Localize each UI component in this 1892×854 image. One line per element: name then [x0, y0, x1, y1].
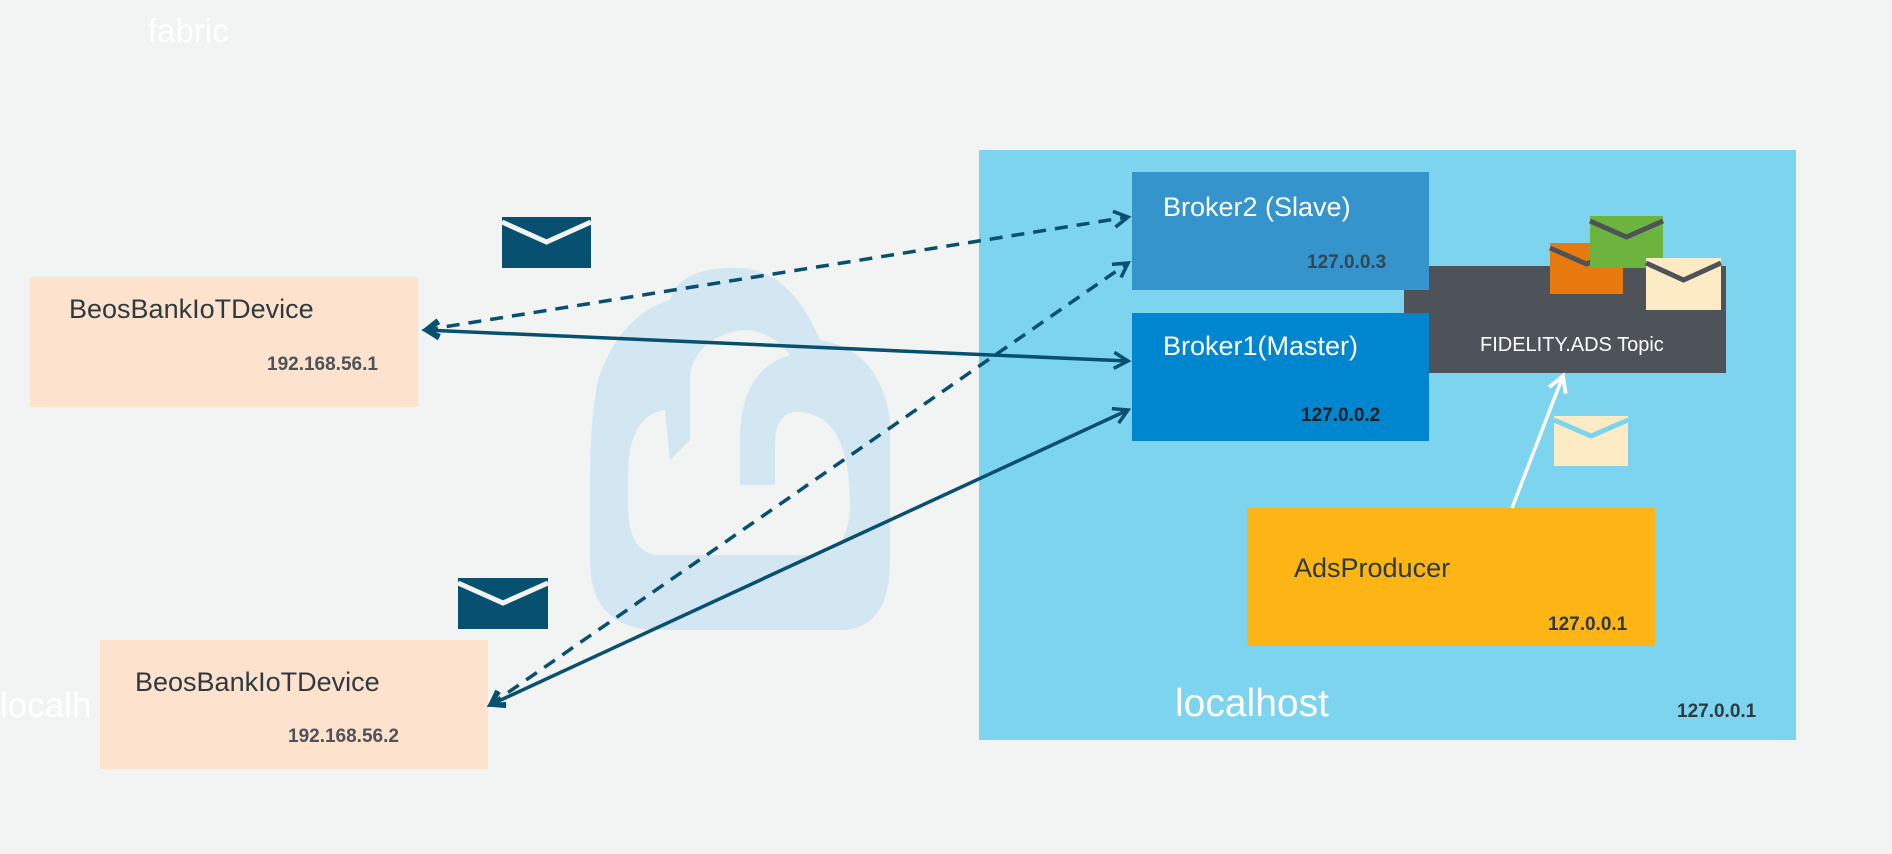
localhost-left-label: localh — [0, 686, 92, 725]
broker-slave-name: Broker2 (Slave) — [1163, 192, 1351, 222]
device-1-ip: 192.168.56.1 — [267, 354, 378, 375]
producer-ip: 127.0.0.1 — [1548, 614, 1628, 635]
producer-name: AdsProducer — [1294, 553, 1451, 583]
device-2-name: BeosBankIoTDevice — [135, 667, 380, 697]
broker-master-ip: 127.0.0.2 — [1301, 405, 1381, 426]
connector-device2-slave — [487, 260, 1131, 708]
envelope-icon — [500, 217, 593, 268]
device-2-ip: 192.168.56.2 — [288, 726, 399, 747]
topic-name: FIDELITY.ADS Topic — [1480, 334, 1664, 356]
broker-slave-node[interactable]: Broker2 (Slave) 127.0.0.3 — [1132, 172, 1429, 290]
localhost-zone-ip: 127.0.0.1 — [1677, 701, 1757, 722]
broker-slave-ip: 127.0.0.3 — [1307, 252, 1387, 273]
fabric-label: fabric — [148, 12, 229, 49]
envelope-icon — [456, 578, 550, 629]
device-1-name: BeosBankIoTDevice — [69, 294, 314, 324]
envelope-icon — [1644, 258, 1723, 310]
connector-device2-master — [486, 406, 1132, 709]
envelope-icon — [1553, 416, 1629, 466]
localhost-zone-label: localhost — [1175, 682, 1329, 725]
device-node-1[interactable]: BeosBankIoTDevice 192.168.56.1 — [30, 277, 418, 407]
connector-producer-topic — [1510, 372, 1568, 509]
broker-master-name: Broker1(Master) — [1163, 331, 1359, 361]
producer-node[interactable]: AdsProducer 127.0.0.1 — [1247, 508, 1655, 646]
broker-master-node[interactable]: Broker1(Master) 127.0.0.2 — [1132, 313, 1429, 441]
device-node-2[interactable]: BeosBankIoTDevice 192.168.56.2 — [100, 640, 488, 769]
